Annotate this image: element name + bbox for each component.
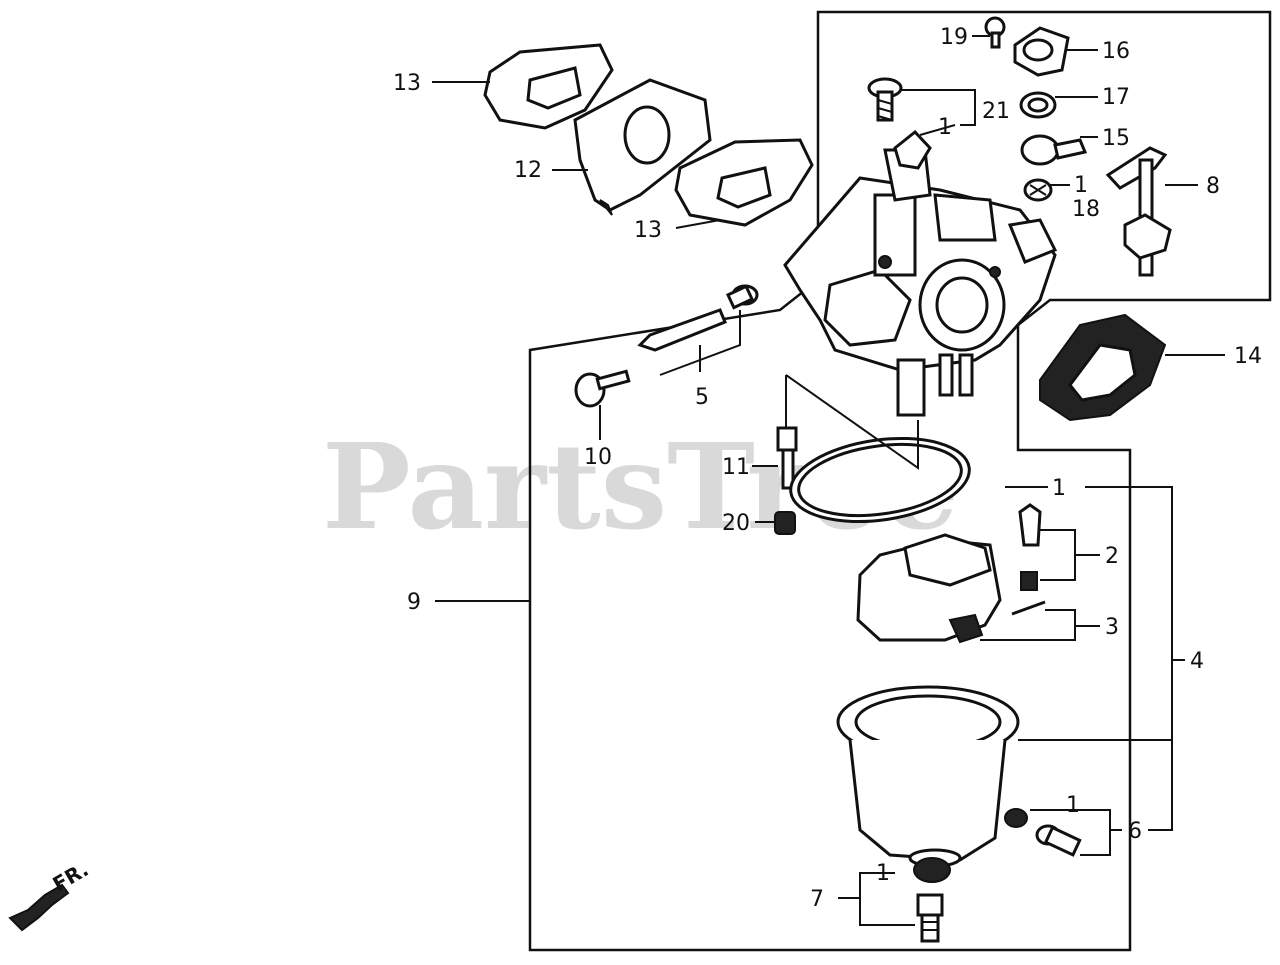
callout-7: 7 xyxy=(810,887,824,912)
drain-bolt-7 xyxy=(916,893,944,943)
screw-10 xyxy=(574,369,631,408)
float xyxy=(856,533,1002,644)
washer-18 xyxy=(1023,178,1053,202)
callout-16: 16 xyxy=(1102,39,1130,64)
part-15 xyxy=(1020,134,1088,166)
ring-17 xyxy=(1019,91,1057,119)
lever-8 xyxy=(1105,146,1172,277)
pilot-screw-5 xyxy=(637,284,759,352)
callout-3: 3 xyxy=(1105,615,1119,640)
gasket-14 xyxy=(1039,313,1167,422)
callout-10: 10 xyxy=(584,445,612,470)
insulator-12 xyxy=(573,78,712,216)
callout-5: 5 xyxy=(695,385,709,410)
callout-20: 20 xyxy=(722,511,750,536)
leader-lines xyxy=(432,35,1225,926)
callout-12: 12 xyxy=(514,158,542,183)
drain-washer-7 xyxy=(913,857,951,883)
callout-1-oring: 1 xyxy=(1052,476,1066,501)
callout-1-upper: 1 xyxy=(938,115,952,140)
gasket-13-lower xyxy=(674,138,814,227)
callout-13-upper: 13 xyxy=(393,71,421,96)
gasket-13-upper xyxy=(483,43,614,130)
float-pin-3 xyxy=(1011,600,1046,616)
callout-18: 18 xyxy=(1072,197,1100,222)
callout-21: 21 xyxy=(982,99,1010,124)
callout-11: 11 xyxy=(722,455,750,480)
callout-14: 14 xyxy=(1234,344,1262,369)
callout-1-drain: 1 xyxy=(876,861,890,886)
callout-8: 8 xyxy=(1206,174,1220,199)
callout-13-lower: 13 xyxy=(634,218,662,243)
screw-19 xyxy=(984,16,1006,49)
front-direction-arrow: FR. xyxy=(8,857,93,932)
callout-9: 9 xyxy=(407,590,421,615)
callout-19: 19 xyxy=(940,25,968,50)
callout-4: 4 xyxy=(1190,649,1204,674)
float-valve-2 xyxy=(1018,503,1042,591)
spring-clip xyxy=(893,129,932,170)
jet-20 xyxy=(774,511,796,535)
assembly-frame xyxy=(528,10,1272,952)
callout-17: 17 xyxy=(1102,85,1130,110)
o-ring xyxy=(789,436,971,524)
callout-15: 15 xyxy=(1102,126,1130,151)
callout-6: 6 xyxy=(1128,819,1142,844)
callout-2: 2 xyxy=(1105,544,1119,569)
callout-1-washer: 1 xyxy=(1074,173,1088,198)
washer-6 xyxy=(1004,808,1028,828)
bolt-6 xyxy=(1035,824,1082,857)
cover-16 xyxy=(1013,26,1070,77)
screw-21 xyxy=(867,77,903,122)
float-chamber xyxy=(836,685,1020,868)
carburetor-body xyxy=(783,148,1058,417)
callout-1-bolt: 1 xyxy=(1066,793,1080,818)
